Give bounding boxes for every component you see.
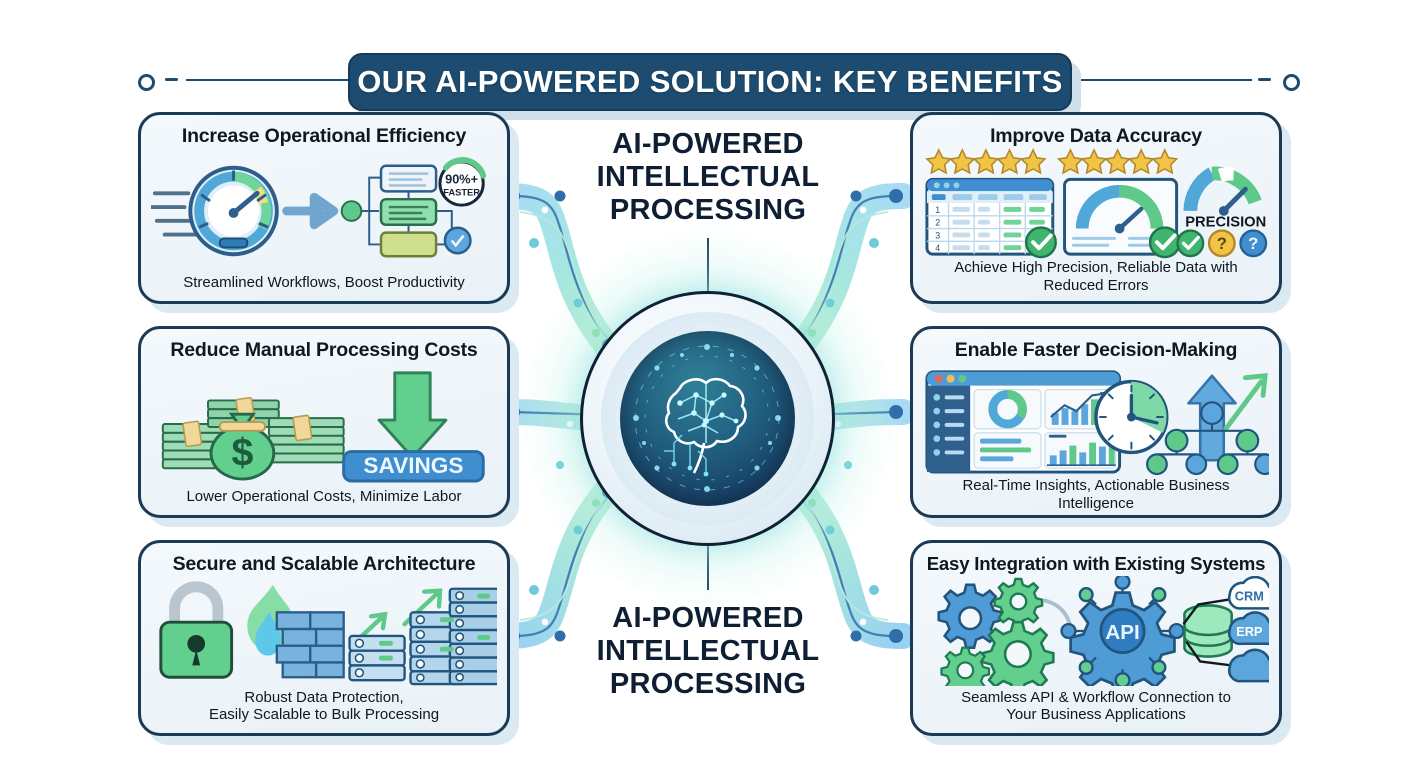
card-title: Increase Operational Efficiency (181, 125, 467, 147)
decor-circle-right-icon (1283, 74, 1300, 91)
api-label: API (1105, 621, 1139, 644)
center-label-top-line3: PROCESSING (609, 193, 807, 226)
status-icon-question-yellow: ? (1207, 229, 1236, 258)
status-icon-question-blue: ? (1239, 229, 1268, 258)
gears-api-cloud-icon: API (937, 576, 1269, 687)
erp-label: ERP (1236, 624, 1263, 639)
speedometer-workflow-icon: 90%+ FASTER (151, 156, 487, 258)
card-illustration: $ SAVINGS (151, 361, 497, 487)
card-subtitle: Streamlined Workflows, Boost Productivit… (183, 273, 465, 291)
decor-circle-left-icon (138, 74, 155, 91)
erp-cloud-icon: ERP (1227, 611, 1269, 646)
decor-dash-right (1258, 78, 1271, 81)
center-label-top-line2: INTELLECTUAL (596, 160, 820, 193)
card-subtitle: Achieve High Precision, Reliable Data wi… (954, 259, 1237, 294)
center-label-bottom-line1: AI-POWERED (612, 602, 804, 634)
header: OUR AI-POWERED SOLUTION: KEY BENEFITS (0, 24, 1408, 120)
card-subtitle: Lower Operational Costs, Minimize Labor (186, 487, 462, 505)
table-row-numbers: 1 2 3 4 (935, 205, 940, 253)
card-illustration (151, 575, 497, 688)
card-illustration: 1 2 3 4 (923, 147, 1269, 259)
card-subtitle: Real-Time Insights, Actionable Business … (962, 477, 1230, 512)
center-label-bottom: AI-POWERED INTELLECTUAL PROCESSING (528, 602, 888, 700)
currency-symbol: $ (231, 430, 253, 474)
badge-value: 90%+ (445, 171, 478, 186)
badge-label: FASTER (443, 187, 480, 197)
benefit-card-secure-and-scalable-architecture[interactable]: Secure and Scalable Architecture (138, 540, 510, 736)
card-illustration (923, 361, 1269, 477)
card-title: Enable Faster Decision-Making (954, 339, 1238, 361)
card-title: Secure and Scalable Architecture (172, 553, 476, 575)
svg-text:3: 3 (935, 231, 940, 241)
gauge-label: PRECISION (1185, 215, 1266, 231)
card-title: Reduce Manual Processing Costs (170, 339, 478, 361)
savings-label: SAVINGS (363, 453, 463, 478)
center-label-bottom-line2: INTELLECTUAL (596, 634, 820, 667)
benefit-card-improve-data-accuracy[interactable]: Improve Data Accuracy (910, 112, 1282, 304)
stars-table-gauge-icon: 1 2 3 4 (925, 148, 1268, 259)
card-subtitle-line2: Reduced Errors (1043, 276, 1149, 294)
page-title-banner: OUR AI-POWERED SOLUTION: KEY BENEFITS (348, 53, 1072, 111)
center-label-top: AI-POWERED INTELLECTUAL PROCESSING (528, 128, 888, 226)
svg-text:2: 2 (935, 218, 940, 228)
star-rating-group-1 (925, 148, 1047, 175)
card-illustration: API (923, 574, 1269, 688)
benefit-card-reduce-manual-processing-costs[interactable]: Reduce Manual Processing Costs (138, 326, 510, 518)
card-title: Easy Integration with Existing Systems (926, 553, 1266, 574)
card-subtitle-line2: Easily Scalable to Bulk Processing (208, 705, 440, 723)
center-label-top-line1: AI-POWERED (612, 128, 804, 160)
svg-text:4: 4 (935, 244, 940, 254)
benefit-card-increase-operational-efficiency[interactable]: Increase Operational Efficiency (138, 112, 510, 304)
ai-brain-circuit-orb-icon (620, 331, 795, 506)
crm-cloud-icon: CRM (1227, 576, 1269, 611)
card-subtitle-line2: Your Business Applications (1006, 705, 1186, 723)
crm-label: CRM (1235, 589, 1264, 604)
dashboard-clock-hierarchy-icon (925, 370, 1269, 476)
decor-rule-right (1060, 79, 1252, 81)
lock-firewall-servers-icon (159, 581, 497, 686)
card-subtitle: Robust Data Protection, Easily Scalable … (209, 689, 439, 724)
svg-text:?: ? (1217, 235, 1227, 254)
generic-cloud-icon (1227, 649, 1269, 683)
benefit-card-easy-integration-with-existing-systems[interactable]: Easy Integration with Existing Systems (910, 540, 1282, 736)
decor-rule-left (186, 79, 351, 81)
card-subtitle-line1: Seamless API & Workflow Connection to (961, 688, 1231, 706)
status-icon-check (1176, 229, 1205, 258)
decor-dash-left (165, 78, 178, 81)
center-label-bottom-line3: PROCESSING (609, 667, 807, 700)
page-title: OUR AI-POWERED SOLUTION: KEY BENEFITS (357, 64, 1063, 99)
card-subtitle-line1: Robust Data Protection, (244, 688, 404, 706)
card-title: Improve Data Accuracy (990, 125, 1202, 147)
card-subtitle: Seamless API & Workflow Connection to Yo… (961, 689, 1231, 724)
svg-text:1: 1 (935, 205, 940, 215)
card-illustration: 90%+ FASTER (151, 147, 497, 273)
svg-text:?: ? (1248, 235, 1258, 254)
card-subtitle-line1: Achieve High Precision, Reliable Data wi… (954, 259, 1238, 277)
money-stacks-savings-icon: $ SAVINGS (161, 371, 485, 483)
benefit-card-enable-faster-decision-making[interactable]: Enable Faster Decision-Making (910, 326, 1282, 518)
star-rating-group-2 (1056, 148, 1179, 175)
